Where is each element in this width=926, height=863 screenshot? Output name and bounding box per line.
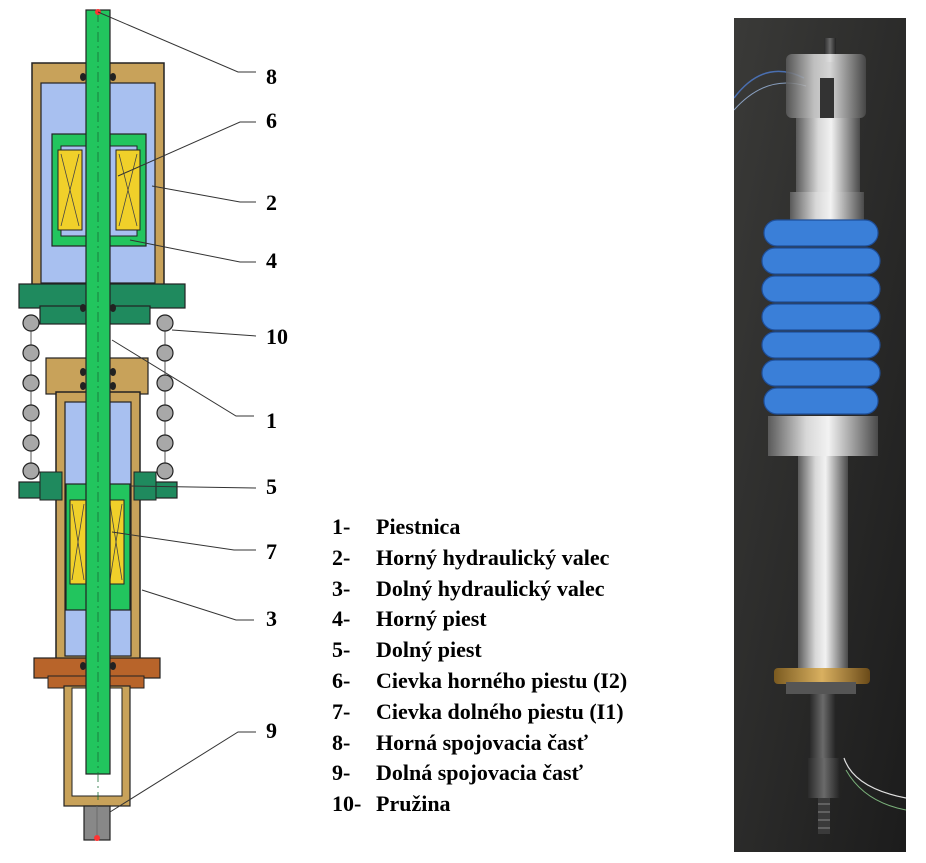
legend-item: 3- Dolný hydraulický valec	[332, 574, 627, 605]
legend-number: 5-	[332, 637, 351, 663]
callout-1: 1	[266, 408, 277, 433]
legend-number: 3-	[332, 575, 351, 601]
legend-label: Horná spojovacia časť	[376, 729, 588, 755]
legend-item: 5- Dolný piest	[332, 635, 627, 666]
legend-number: 4-	[332, 606, 351, 632]
callout-9: 9	[266, 718, 277, 743]
legend-item: 9- Dolná spojovacia časť	[332, 758, 627, 789]
callout-3: 3	[266, 606, 277, 631]
legend-number: 9-	[332, 760, 351, 786]
legend-label: Dolná spojovacia časť	[376, 760, 584, 786]
piston-rod	[85, 9, 111, 800]
spring	[22, 314, 174, 480]
legend-label: Dolný piest	[376, 637, 482, 663]
legend-item: 7- Cievka dolného piestu (I1)	[332, 697, 627, 728]
callout-8: 8	[266, 64, 277, 89]
lower-connecting-part	[83, 805, 111, 841]
legend-item: 2- Horný hydraulický valec	[332, 543, 627, 574]
legend-number: 10-	[332, 791, 362, 817]
callout-10: 10	[266, 324, 288, 349]
legend-number: 2-	[332, 544, 351, 570]
legend-label: Piestnica	[376, 514, 461, 539]
callout-5: 5	[266, 474, 277, 499]
legend-number: 8-	[332, 729, 351, 755]
callout-lines	[97, 11, 257, 813]
legend-number: 1-	[332, 514, 351, 539]
shock-absorber-photo	[734, 18, 906, 852]
legend-label: Dolný hydraulický valec	[376, 575, 605, 601]
callout-2: 2	[266, 190, 277, 215]
seals	[80, 73, 116, 670]
legend-number: 7-	[332, 698, 351, 724]
legend-label: Pružina	[376, 791, 451, 817]
legend-label: Cievka horného piestu (I2)	[376, 667, 628, 693]
legend-item: 4- Horný piest	[332, 604, 627, 635]
legend-label: Horný piest	[376, 606, 487, 632]
legend-item: 1- Piestnica	[332, 512, 627, 543]
legend-label: Cievka dolného piestu (I1)	[376, 698, 624, 724]
legend-item: 8- Horná spojovacia časť	[332, 728, 627, 759]
upper-piston-coil	[57, 149, 141, 231]
callout-6: 6	[266, 108, 277, 133]
legend-item: 10- Pružina	[332, 789, 627, 820]
legend-label: Horný hydraulický valec	[376, 544, 610, 570]
legend-item: 6- Cievka horného piestu (I2)	[332, 666, 627, 697]
parts-legend: 1- Piestnica 2- Horný hydraulický valec 3-…	[332, 512, 627, 820]
legend-number: 6-	[332, 667, 351, 693]
callout-7: 7	[266, 539, 277, 564]
lower-piston-coil	[69, 499, 125, 585]
callout-4: 4	[266, 248, 277, 273]
